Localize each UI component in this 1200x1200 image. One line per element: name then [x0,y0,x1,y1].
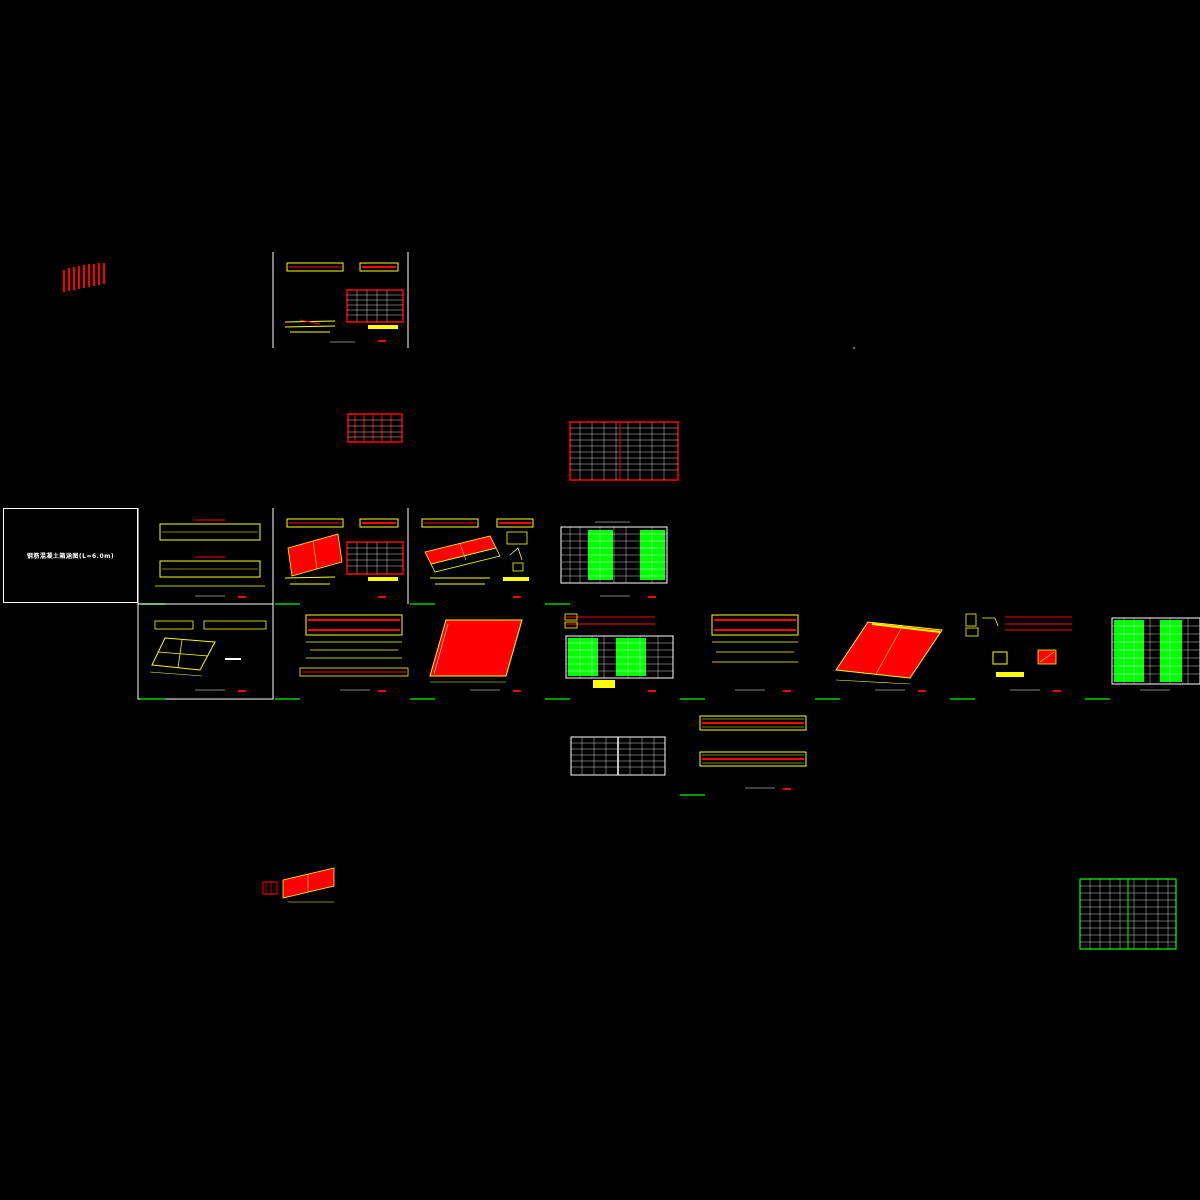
sheet-6[interactable] [299,614,409,692]
sheet-14[interactable] [1079,878,1177,950]
sheet-1[interactable] [137,508,274,604]
sheet-9[interactable] [711,614,799,692]
sheet-13[interactable] [570,715,807,796]
sheet-5[interactable] [137,603,274,700]
sheet-3[interactable] [421,518,534,598]
sheet-2[interactable] [284,508,409,604]
sheet-top-a[interactable] [272,252,409,348]
red-table-large [569,421,679,481]
small-skew-plan [262,867,335,903]
sheet-12[interactable] [1111,617,1200,691]
red-table-small [347,413,403,443]
sheet-10[interactable] [835,621,943,692]
sheet-8[interactable] [564,613,674,692]
sheet-7[interactable] [429,619,523,692]
sheet-4[interactable] [560,521,668,598]
cover-title: 钢筋混凝土箱涵图(L=6.0m) [26,553,115,560]
sheet-11[interactable] [965,613,1072,692]
red-title-stamp [62,263,108,293]
